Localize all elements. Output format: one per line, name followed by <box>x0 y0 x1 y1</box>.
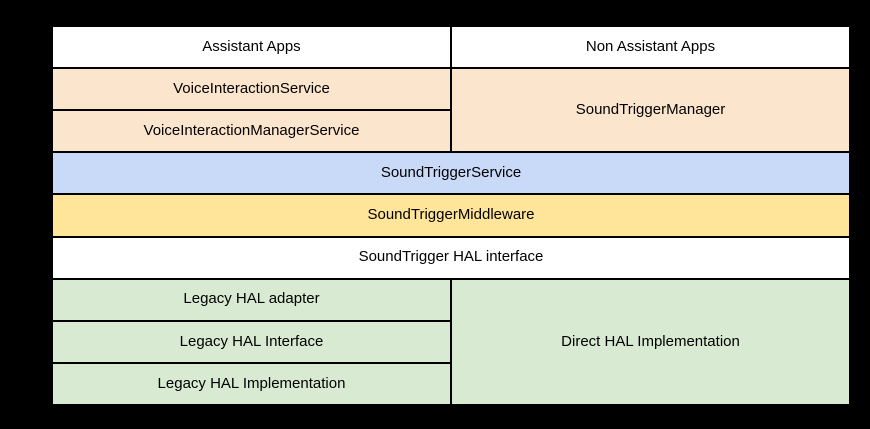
cell-sound-trigger-middleware: SoundTriggerMiddleware <box>53 195 849 236</box>
cell-legacy-hal-implementation: Legacy HAL Implementation <box>53 363 450 404</box>
cell-voice-interaction-service: VoiceInteractionService <box>53 69 450 110</box>
cell-sound-trigger-service: SoundTriggerService <box>53 153 849 194</box>
cell-non-assistant-apps: Non Assistant Apps <box>452 27 849 68</box>
cell-sound-trigger-hal-interface: SoundTrigger HAL interface <box>53 237 849 278</box>
cell-direct-hal-implementation: Direct HAL Implementation <box>452 279 849 404</box>
soundtrigger-stack-diagram: Assistant Apps Non Assistant Apps VoiceI… <box>53 27 849 404</box>
cell-voice-interaction-manager-service: VoiceInteractionManagerService <box>53 111 450 152</box>
cell-sound-trigger-manager: SoundTriggerManager <box>452 69 849 152</box>
cell-assistant-apps: Assistant Apps <box>53 27 450 68</box>
cell-legacy-hal-interface: Legacy HAL Interface <box>53 321 450 362</box>
cell-legacy-hal-adapter: Legacy HAL adapter <box>53 279 450 320</box>
